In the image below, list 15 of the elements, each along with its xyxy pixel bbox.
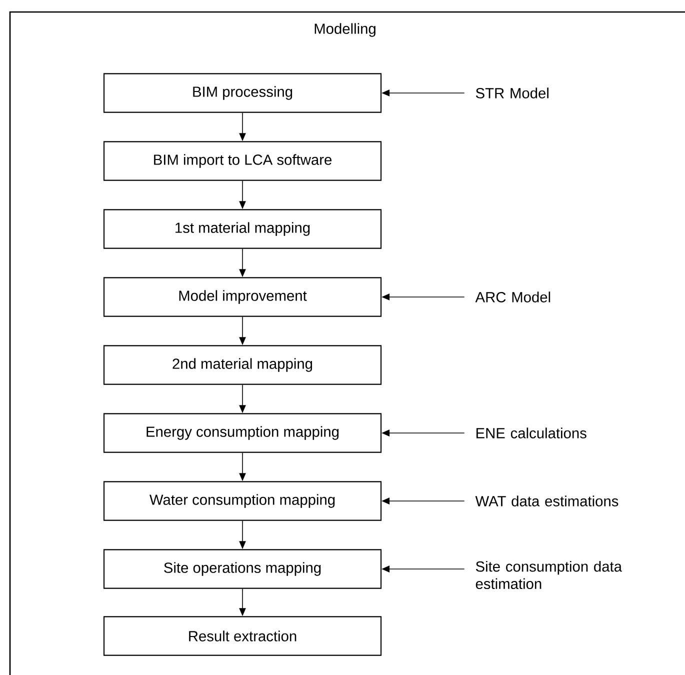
- title: Modelling: [314, 23, 376, 37]
- input-label: Site consumption data estimation: [476, 560, 622, 590]
- input-label: WAT data estimations: [475, 496, 618, 506]
- process-box: Model improvement: [103, 277, 382, 317]
- process-box: Energy consumption mapping: [103, 413, 382, 453]
- process-box: BIM processing: [103, 73, 382, 113]
- input-label: STR Model: [476, 88, 548, 98]
- input-label: ARC Model: [475, 292, 550, 302]
- process-box: 2nd material mapping: [103, 345, 382, 385]
- process-box: Result extraction: [103, 616, 382, 656]
- process-box: 1st material mapping: [103, 209, 382, 249]
- input-label: ENE calculations: [476, 428, 586, 438]
- process-box: Water consumption mapping: [103, 481, 382, 521]
- process-box: BIM import to LCA software: [103, 141, 382, 181]
- process-box: Site operations mapping: [103, 549, 382, 589]
